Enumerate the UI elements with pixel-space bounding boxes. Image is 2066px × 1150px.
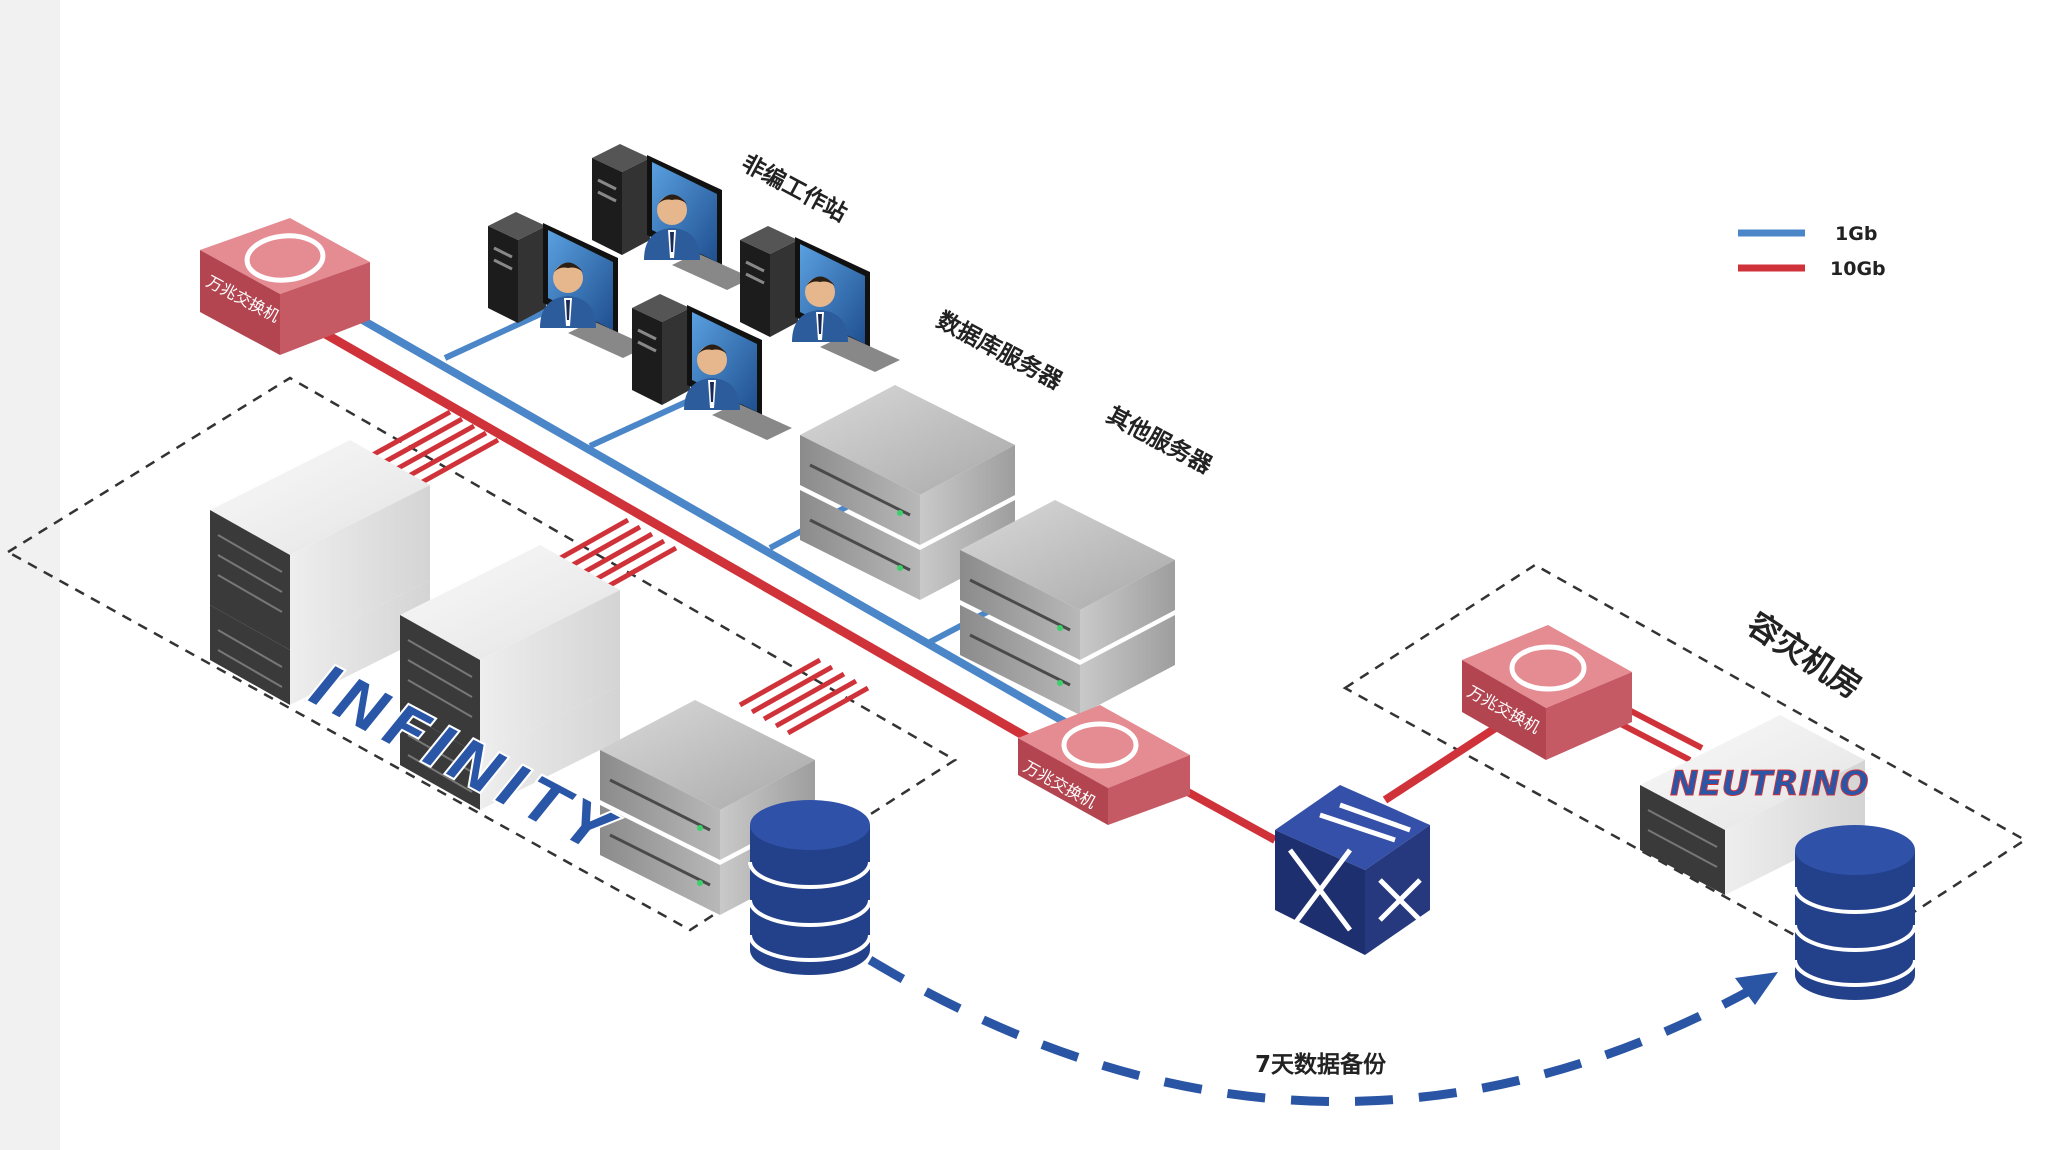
infinity-storage-1 xyxy=(210,440,430,705)
link-10gb-router-dr xyxy=(1382,721,1503,804)
neutrino-brand: NEUTRINO xyxy=(1670,764,1869,804)
switch-10g-middle: 万兆交换机 xyxy=(1018,705,1190,825)
label-other-servers: 其他服务器 xyxy=(1102,402,1217,479)
link-10gb-storage-c xyxy=(738,657,870,736)
workstation-1 xyxy=(592,144,752,290)
legend-label-1gb: 1Gb xyxy=(1835,223,1877,245)
workstations-group xyxy=(488,144,900,440)
workstation-2 xyxy=(488,212,648,358)
label-db-servers: 数据库服务器 xyxy=(932,307,1067,395)
label-workstations: 非编工作站 xyxy=(737,149,851,227)
legend: 1Gb 10Gb xyxy=(1738,223,1886,280)
link-10gb-trunk xyxy=(312,324,1078,769)
link-10gb-switch-router xyxy=(1173,781,1277,844)
dr-database-icon xyxy=(1793,825,1917,1000)
switch-10g-dr: 万兆交换机 xyxy=(1462,625,1632,760)
infinity-storage-2 xyxy=(400,545,620,810)
link-1gb-trunk xyxy=(343,306,1072,729)
infinity-zone-boundary xyxy=(5,376,958,932)
link-1gb-ws-b xyxy=(588,395,697,449)
db-server-stack xyxy=(800,385,1015,600)
workstation-3 xyxy=(740,226,900,372)
neutrino-storage xyxy=(1640,715,1865,895)
label-backup: 7天数据备份 xyxy=(1255,1051,1387,1078)
primary-database-icon xyxy=(748,800,872,975)
legend-label-10gb: 10Gb xyxy=(1830,258,1886,280)
switch-10g-top: 万兆交换机 xyxy=(200,218,370,355)
label-dr-room: 容灾机房 xyxy=(1741,605,1869,707)
dr-zone-boundary xyxy=(1342,563,2028,962)
backup-arrow xyxy=(867,956,1778,1107)
router-icon xyxy=(1275,785,1430,955)
other-server-stack xyxy=(960,500,1175,715)
link-1gb-ws-a xyxy=(443,302,562,361)
workstation-4 xyxy=(632,294,792,440)
